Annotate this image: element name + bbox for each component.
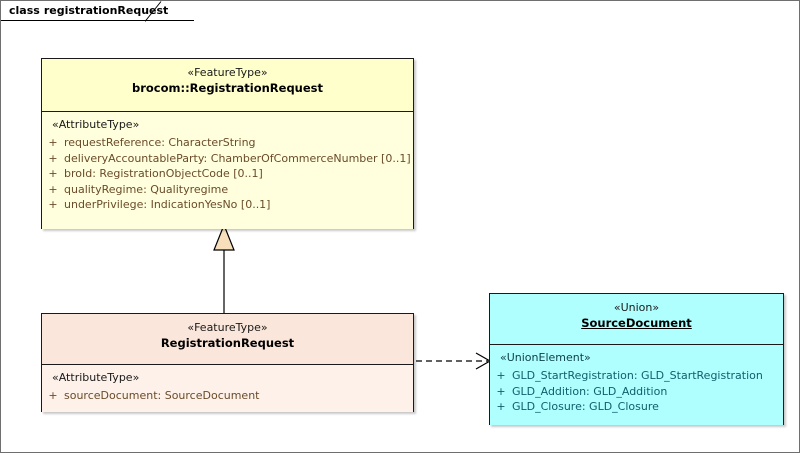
connector-generalization [213,223,235,319]
attribute-visibility: + [48,198,58,211]
attribute-signature: deliveryAccountableParty: ChamberOfComme… [64,151,411,165]
attribute-visibility: + [496,369,506,382]
attribute-signature: broId: RegistrationObjectCode [0..1] [64,167,263,180]
class-name: SourceDocument [581,316,692,330]
class-attribute: + underPrivilege: IndicationYesNo [0..1] [42,197,413,213]
class-attribute-compartment: «UnionElement» + GLD_StartRegistration: … [490,345,783,425]
diagram-title: registrationRequest [43,4,169,17]
class-attribute: + GLD_StartRegistration: GLD_StartRegist… [490,368,783,384]
class-attribute: + sourceDocument: SourceDocument [42,388,413,404]
attribute-visibility: + [48,151,58,165]
diagram-title-tab: class registrationRequest [1,1,195,21]
attribute-visibility: + [48,389,58,402]
class-attribute: + broId: RegistrationObjectCode [0..1] [42,166,413,182]
attribute-signature: GLD_StartRegistration: GLD_StartRegistra… [512,369,763,382]
class-attribute: + requestReference: CharacterString [42,135,413,151]
class-attribute: + deliveryAccountableParty: ChamberOfCom… [42,151,413,167]
attribute-signature: requestReference: CharacterString [64,136,256,149]
class-header: «FeatureType» RegistrationRequest [42,314,413,364]
class-box-brocom-registrationrequest[interactable]: «FeatureType» brocom::RegistrationReques… [41,58,414,229]
class-header: «Union» SourceDocument [490,294,783,344]
attribute-signature: GLD_Closure: GLD_Closure [512,400,659,413]
attribute-signature: underPrivilege: IndicationYesNo [0..1] [64,198,271,211]
class-compartment-divider [42,364,413,365]
attribute-visibility: + [496,400,506,413]
attribute-compartment-stereotype: «UnionElement» [500,351,591,364]
attribute-visibility: + [48,136,58,149]
attribute-signature: qualityRegime: Qualityregime [64,182,229,196]
class-compartment-divider [490,344,783,345]
class-stereotype: «Union» [613,301,660,314]
class-name: brocom::RegistrationRequest [131,81,324,95]
class-box-registrationrequest[interactable]: «FeatureType» RegistrationRequest «Attri… [41,313,414,412]
class-attribute-compartment: «AttributeType» + requestReference: Char… [42,112,413,229]
class-stereotype: «FeatureType» [187,321,268,334]
class-name: RegistrationRequest [160,336,295,350]
class-attribute: + GLD_Addition: GLD_Addition [490,384,783,400]
attribute-signature: GLD_Addition: GLD_Addition [512,384,668,398]
attribute-visibility: + [48,182,58,196]
attribute-visibility: + [48,167,58,180]
class-attribute: + GLD_Closure: GLD_Closure [490,399,783,415]
class-attribute-compartment: «AttributeType» + sourceDocument: Source… [42,365,413,412]
connector-dependency [406,352,492,370]
class-compartment-divider [42,111,413,112]
class-stereotype: «FeatureType» [187,66,268,79]
diagram-kind-label: class [9,4,40,17]
class-header: «FeatureType» brocom::RegistrationReques… [42,59,413,111]
class-box-sourcedocument[interactable]: «Union» SourceDocument «UnionElement» + … [489,293,784,425]
class-attribute: + qualityRegime: Qualityregime [42,182,413,198]
attribute-signature: sourceDocument: SourceDocument [64,389,260,402]
attribute-visibility: + [496,384,506,398]
attribute-compartment-stereotype: «AttributeType» [52,371,140,384]
attribute-compartment-stereotype: «AttributeType» [52,118,140,131]
